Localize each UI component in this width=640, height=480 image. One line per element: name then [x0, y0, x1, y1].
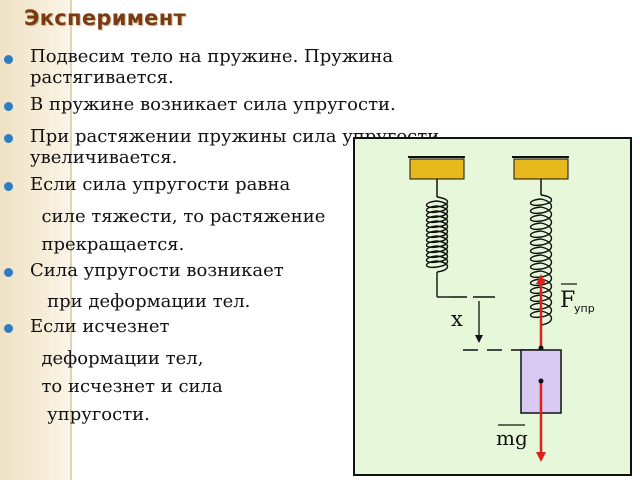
bullet-text-line: деформации тел, [30, 348, 204, 369]
right-support [512, 156, 569, 195]
bullet-marker [4, 268, 13, 277]
bullet-marker [4, 102, 13, 111]
bullet-text-line: растягивается. [30, 67, 174, 88]
bullet-text-line: Если исчезнет [30, 316, 170, 337]
bullet-text-line: силе тяжести, то растяжение [30, 206, 326, 227]
bullet-text-line: Подвесим тело на пружине. Пружина [30, 46, 394, 67]
bullet-text-line: то исчезнет и сила [30, 376, 223, 397]
decorative-left-strip [0, 0, 72, 480]
bullet-text-line: При растяжении пружины сила упругости [30, 126, 440, 147]
elastic-force-subscript: упр [574, 302, 595, 315]
bullet-text-line: при деформации тел. [30, 291, 251, 312]
bullet-text-line: В пружине возникает сила упругости. [30, 94, 396, 115]
bullet-marker [4, 324, 13, 333]
bullet-text-line: Если сила упругости равна [30, 174, 291, 195]
left-spring [425, 196, 450, 298]
gravity-force-origin [538, 378, 544, 384]
bullet-marker [4, 134, 13, 143]
displacement-label: x [451, 307, 463, 331]
reference-lines [450, 296, 502, 351]
left-support [408, 156, 465, 197]
bullet-text-line: увеличивается. [30, 147, 178, 168]
elastic-force-origin [538, 345, 544, 351]
elastic-force-label: F [560, 288, 575, 313]
bullet-text-line: прекращается. [30, 234, 185, 255]
bullet-text-line: упругости. [30, 404, 150, 425]
gravity-force-label: mg [496, 426, 528, 450]
bullet-text-line: Сила упругости возникает [30, 260, 284, 281]
spring-diagram-svg: x F упр mg [408, 156, 595, 462]
bullet-marker [4, 55, 13, 64]
spring-diagram: x F упр mg [353, 137, 632, 476]
right-spring [511, 194, 553, 351]
slide-title: Эксперимент [24, 6, 186, 30]
bullet-marker [4, 182, 13, 191]
